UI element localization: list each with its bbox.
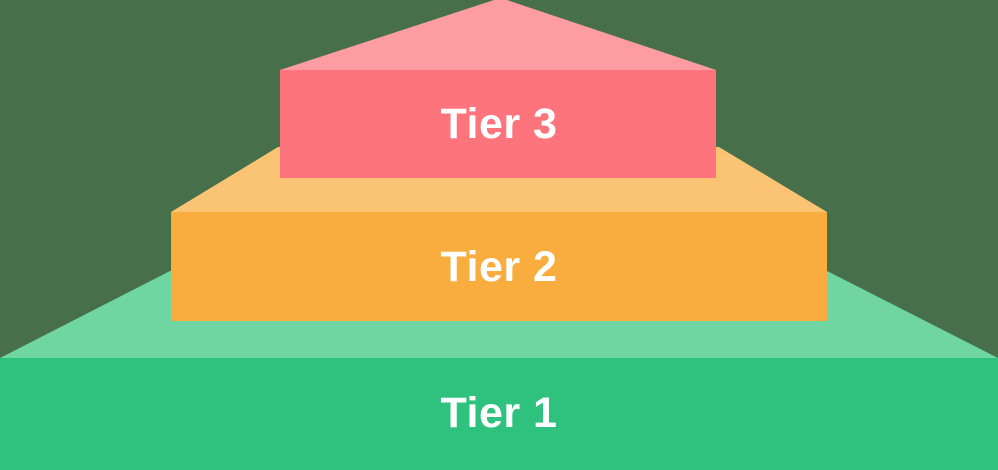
tier-2-label: Tier 2	[441, 243, 558, 291]
tier-3: Tier 3	[280, 0, 716, 178]
tier-3-front-face	[280, 70, 716, 178]
tier-3-label: Tier 3	[441, 100, 558, 148]
tier-1-label: Tier 1	[441, 389, 558, 437]
tier-3-top-face	[280, 0, 716, 70]
tier-1-front-face	[0, 358, 998, 470]
tier-2-front-face	[171, 212, 827, 321]
